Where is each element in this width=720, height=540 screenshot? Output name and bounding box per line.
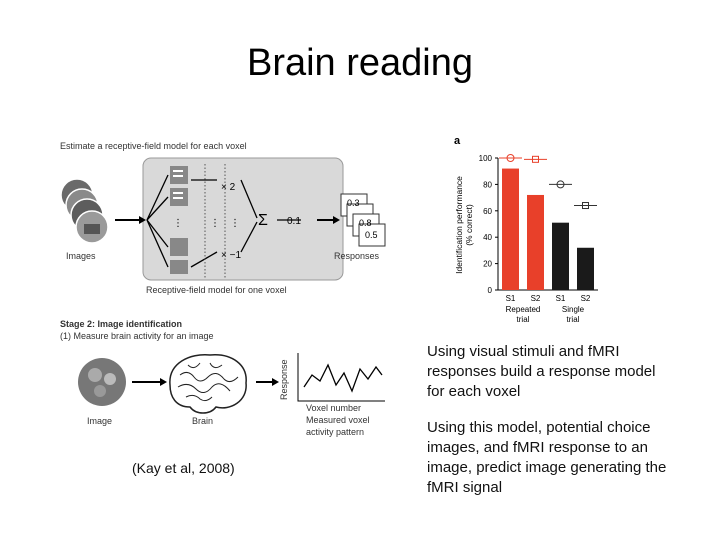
category-label: S2 xyxy=(581,294,591,303)
marker-circle xyxy=(556,180,565,189)
y-tick-label: 0 xyxy=(488,286,493,295)
bar xyxy=(552,222,569,290)
slide-title: Brain reading xyxy=(246,42,474,84)
stage2-diagram xyxy=(78,353,385,414)
pattern-label-1: Measured voxel xyxy=(306,415,370,425)
model-label: Receptive-field model for one voxel xyxy=(146,285,287,295)
y-tick-label: 80 xyxy=(483,180,492,189)
marker-square xyxy=(532,155,539,163)
response-axis-label: Response xyxy=(279,359,289,400)
group-label-line1: Single xyxy=(562,305,585,314)
voxel-axis-label: Voxel number xyxy=(306,403,362,413)
image-stack-icon xyxy=(60,178,109,244)
marker-circle xyxy=(506,154,515,162)
weight-bottom: × −1 xyxy=(221,250,241,261)
response-value-1: 0.3 xyxy=(347,198,360,208)
group-label-line2: trial xyxy=(517,315,530,324)
y-tick-label: 100 xyxy=(479,154,493,163)
responses-label: Responses xyxy=(334,251,380,261)
output-value: 0.1 xyxy=(287,216,301,227)
stage1-diagram: ⋮ ⋮ ⋮ × 2 × −1 Σ 0.1 0.3 0.8 0.5 xyxy=(60,157,386,281)
y-tick-label: 40 xyxy=(483,233,492,242)
response-value-2: 0.8 xyxy=(359,218,372,228)
caption-model: Using visual stimuli and fMRI responses … xyxy=(427,343,656,400)
dots-mid: ⋮ xyxy=(210,218,220,229)
bar xyxy=(527,194,544,290)
images-label: Images xyxy=(66,251,96,261)
category-label: S1 xyxy=(506,294,516,303)
brain-icon xyxy=(169,354,247,414)
group-label-line2: trial xyxy=(567,315,580,324)
bar xyxy=(577,247,594,290)
weight-top: × 2 xyxy=(221,182,236,193)
stage2-image-label: Image xyxy=(87,416,113,426)
dots-left: ⋮ xyxy=(173,218,183,229)
pattern-label-2: activity pattern xyxy=(306,427,365,437)
y-axis-label-1: Identification performance xyxy=(454,176,464,274)
stage2-heading: Stage 2: Image identification xyxy=(60,319,183,329)
citation: (Kay et al, 2008) xyxy=(132,460,235,476)
dots-right: ⋮ xyxy=(230,218,240,229)
category-label: S2 xyxy=(531,294,541,303)
marker-square xyxy=(582,202,589,210)
y-tick-label: 20 xyxy=(483,260,492,269)
category-label: S1 xyxy=(556,294,566,303)
activity-pattern-plot xyxy=(297,353,385,402)
caption-identification: Using this model, potential choice image… xyxy=(427,419,667,496)
response-value-3: 0.5 xyxy=(365,230,378,240)
panel-label: a xyxy=(454,135,461,147)
stage1-heading: Estimate a receptive-field model for eac… xyxy=(60,141,247,151)
group-label-line1: Repeated xyxy=(506,305,541,314)
brain-label: Brain xyxy=(192,416,214,426)
bar xyxy=(502,168,519,290)
y-axis-label-2: (% correct) xyxy=(464,204,474,246)
sum-symbol: Σ xyxy=(258,212,268,229)
stage2-subheading: (1) Measure brain activity for an image xyxy=(60,331,214,341)
identification-bar-chart: a Identification performance (% correct)… xyxy=(454,135,598,324)
stimulus-image-icon xyxy=(78,358,126,406)
y-tick-label: 60 xyxy=(483,207,492,216)
